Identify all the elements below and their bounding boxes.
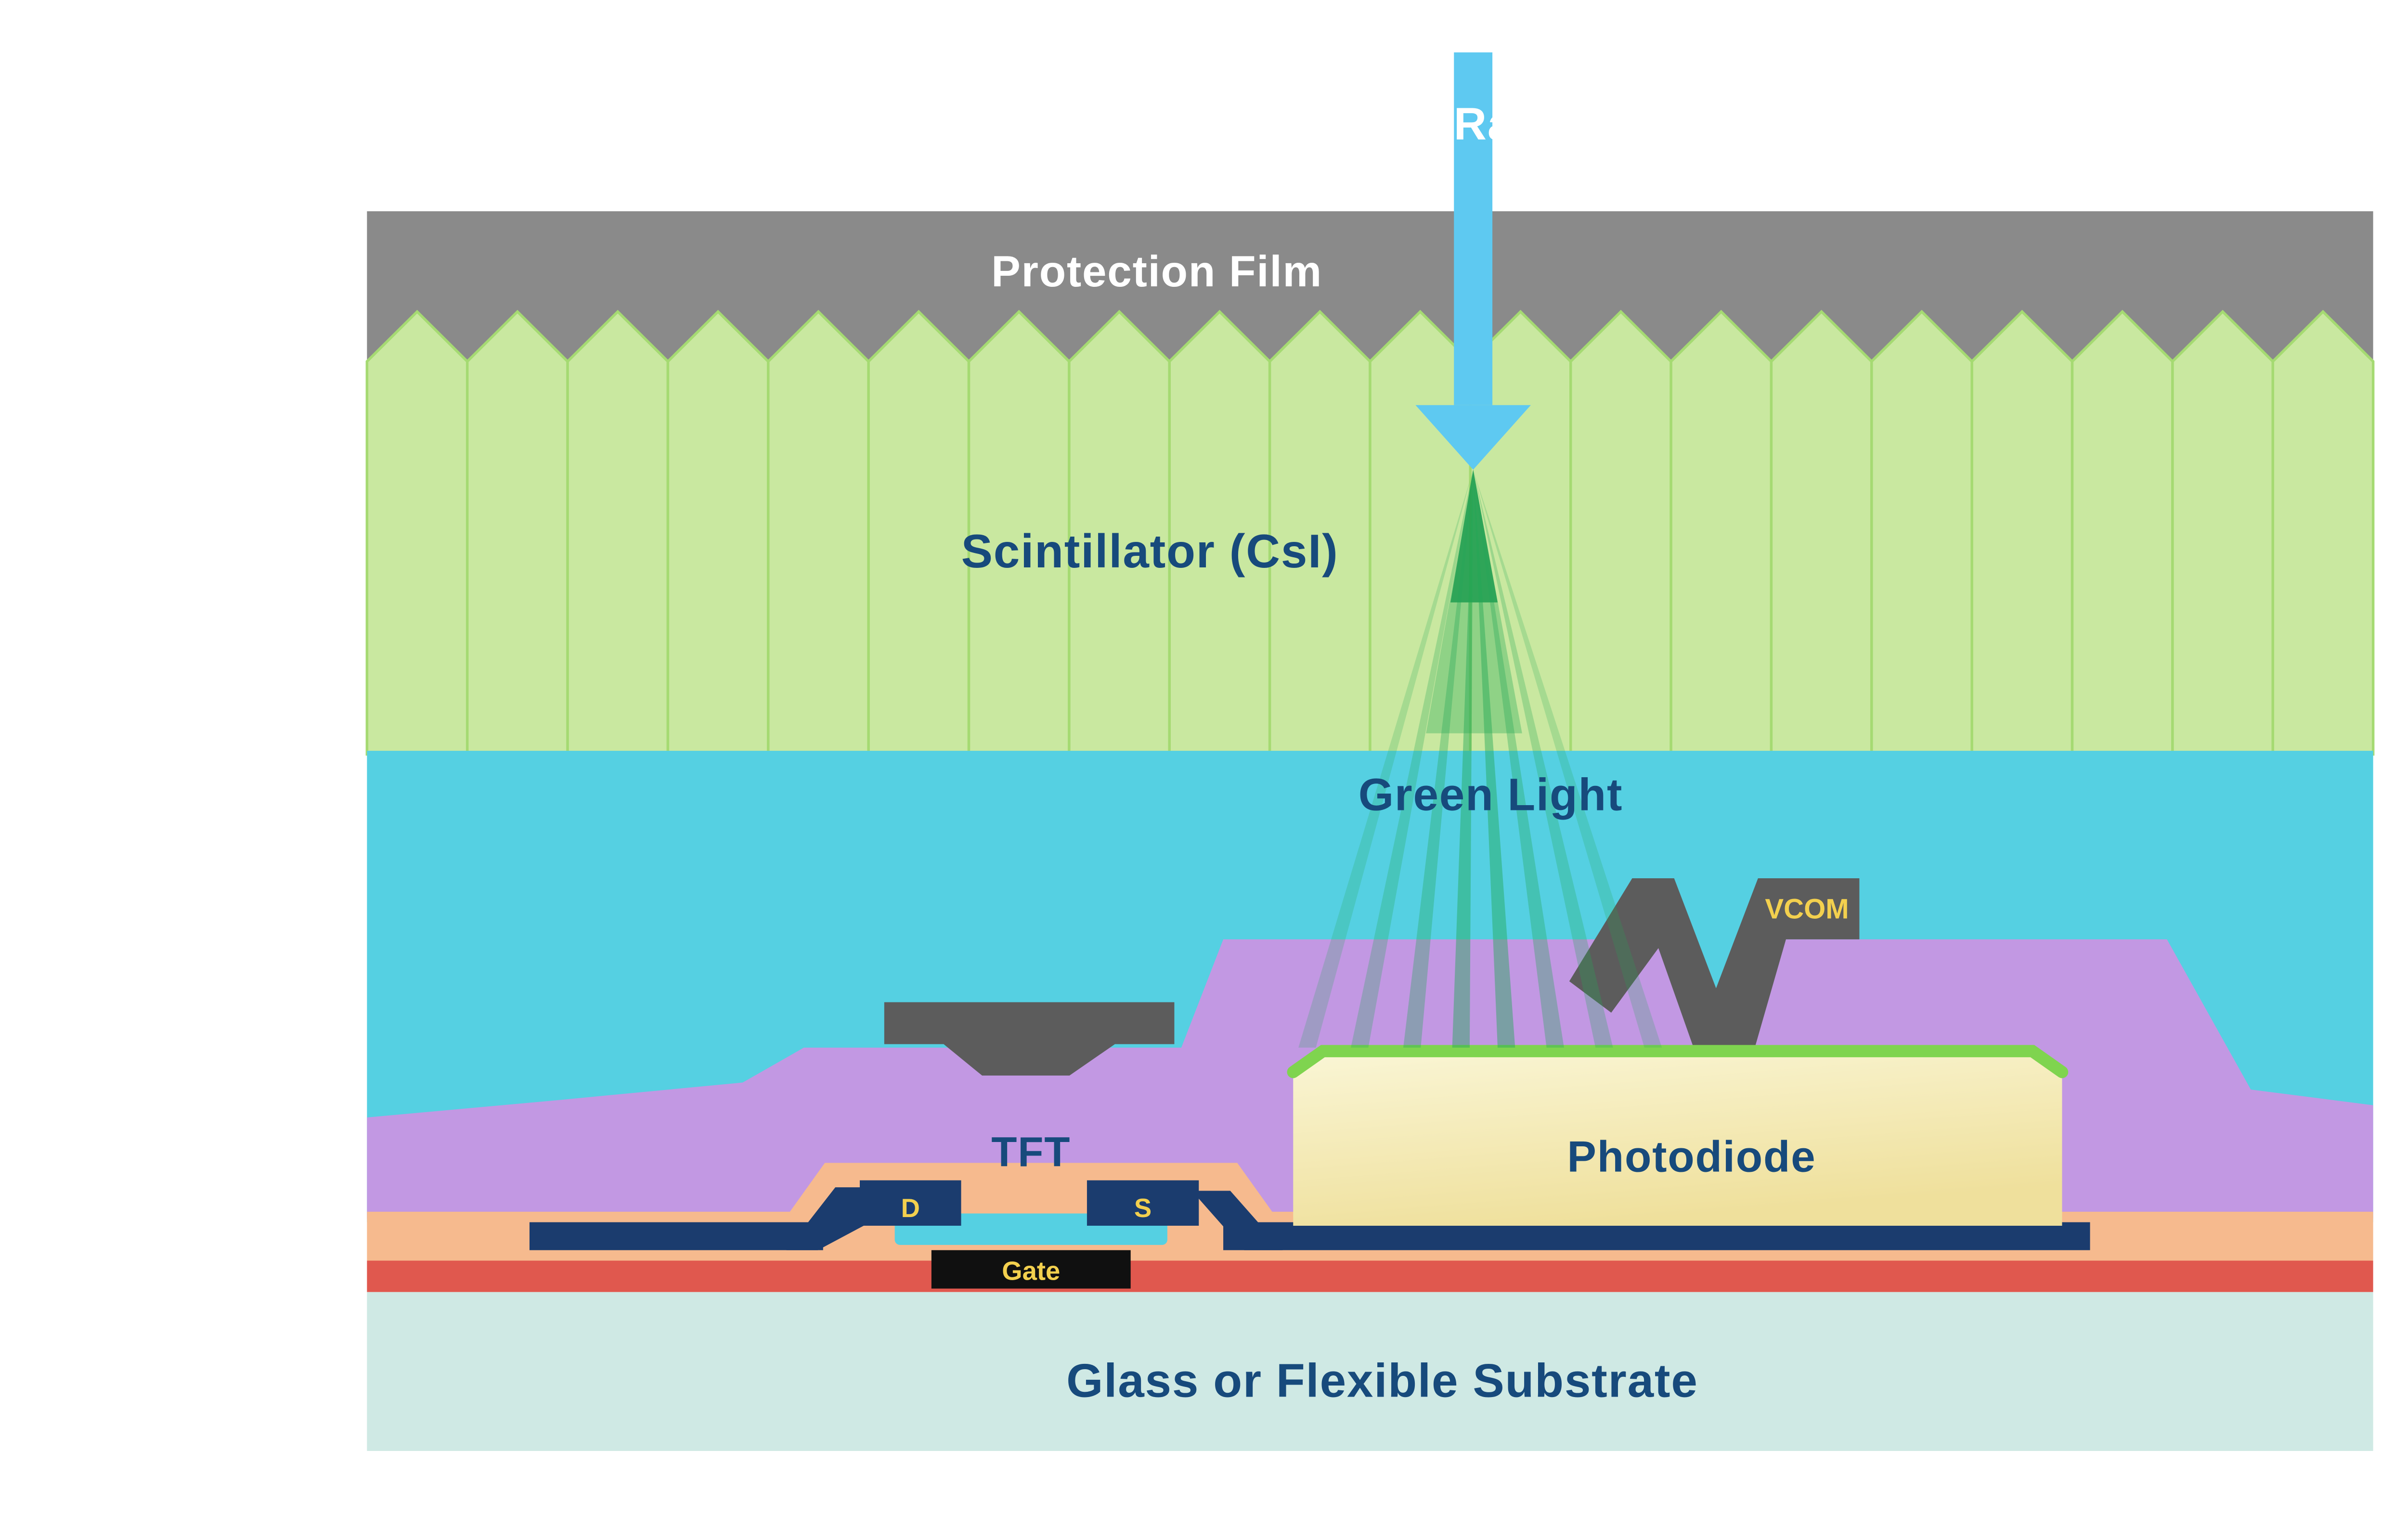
scintillator-column xyxy=(2271,309,2375,756)
substrate-layer xyxy=(367,1292,2373,1451)
metal-line-right xyxy=(1223,1222,2090,1250)
xray-label: X-Ray xyxy=(1407,99,1540,149)
substrate-label: Glass or Flexible Substrate xyxy=(1066,1354,1698,1407)
green-light-ray xyxy=(1403,469,1474,1048)
drain-label: D xyxy=(901,1194,920,1223)
green-light-cone xyxy=(1450,469,1498,603)
gate-electrode xyxy=(931,1250,1131,1289)
green-light-ray xyxy=(1351,469,1474,1048)
tft-label: TFT xyxy=(991,1129,1071,1176)
green-light-ray xyxy=(1452,469,1474,1048)
scintillator-column xyxy=(767,309,870,756)
scintillator-layer xyxy=(365,309,2375,756)
scintillator-column xyxy=(867,309,971,756)
protection-film-label: Protection Film xyxy=(991,247,1322,296)
scintillator-label: Scintillator (CsI) xyxy=(961,525,1339,578)
photodiode-body xyxy=(1293,1049,2062,1226)
green-light-label: Green Light xyxy=(1359,769,1623,820)
scintillator-column xyxy=(1870,309,1973,756)
photodiode-top-contact xyxy=(1287,1045,2069,1078)
bottom-dielectric-layer xyxy=(367,1260,2373,1292)
xray-arrow-head xyxy=(1415,405,1531,470)
source-electrode xyxy=(1087,1180,1199,1226)
scintillator-column xyxy=(1669,309,1773,756)
vcom-electrode xyxy=(1569,878,1860,1067)
scintillator-column xyxy=(1770,309,1873,756)
source-connector xyxy=(1191,1191,1283,1250)
scintillator-column xyxy=(365,309,469,756)
scintillator-column xyxy=(2171,309,2275,756)
gate-label: Gate xyxy=(1002,1256,1060,1285)
scintillator-column xyxy=(566,309,670,756)
metal-line-left xyxy=(529,1222,823,1250)
scintillator-column xyxy=(1569,309,1672,756)
scintillator-column xyxy=(466,309,569,756)
drain-electrode xyxy=(860,1180,961,1226)
drain-connector xyxy=(786,1187,870,1250)
scintillator-column xyxy=(2071,309,2174,756)
source-label: S xyxy=(1134,1194,1152,1223)
protection-film-layer xyxy=(367,211,2373,372)
green-light-ray xyxy=(1473,469,1564,1048)
pixel-electrode xyxy=(884,1002,1175,1076)
xray-arrow-shaft xyxy=(1454,52,1493,405)
vcom-label: VCOM xyxy=(1765,893,1849,924)
photodiode-label: Photodiode xyxy=(1567,1132,1816,1181)
scintillator-column xyxy=(666,309,770,756)
green-light-ray xyxy=(1473,469,1613,1048)
scintillator-column xyxy=(1970,309,2074,756)
